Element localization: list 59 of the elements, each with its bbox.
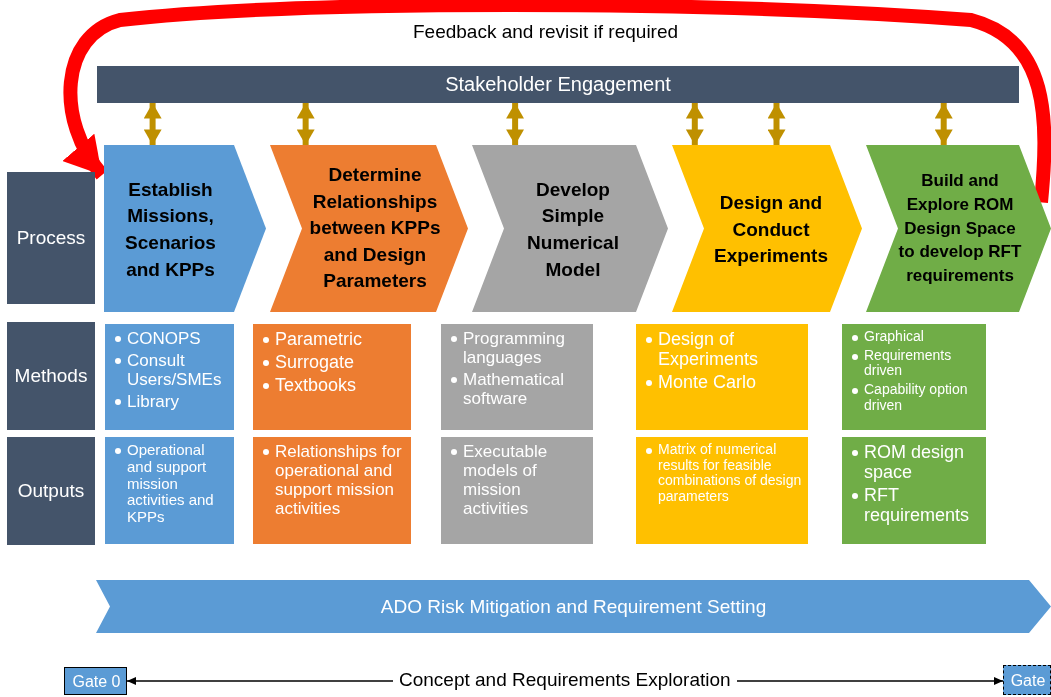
- arrow: [934, 103, 953, 145]
- output-box: [636, 437, 808, 544]
- gate-label: Gate: [1010, 672, 1046, 690]
- list-item: Programming languages: [463, 329, 566, 368]
- method-box: [842, 324, 986, 430]
- banner: [97, 66, 1019, 103]
- row-header: [7, 437, 95, 545]
- list-item: Executable models of mission activities: [463, 442, 548, 519]
- method-box: [253, 324, 411, 430]
- list-item: ROM design space: [864, 442, 965, 483]
- list-item: RFT requirements: [864, 485, 970, 526]
- process-step: [472, 145, 668, 312]
- process-title: Build and Explore ROM Design Space to develop RFT requirements: [897, 170, 1023, 288]
- method-box: [105, 324, 234, 430]
- list-item: CONOPS: [127, 329, 201, 348]
- gate-box: [64, 667, 127, 695]
- list-item: Relationships for operational and support mission activities: [275, 442, 402, 519]
- list-item: Monte Carlo: [658, 372, 757, 393]
- process-title: Establish Missions, Scenarios and KPPs: [124, 177, 217, 282]
- row-label: Methods: [14, 365, 88, 387]
- list-item: Capability option driven: [864, 381, 968, 413]
- process-step: [866, 145, 1051, 312]
- arrow: [143, 103, 162, 145]
- list-item: Surrogate: [275, 352, 355, 373]
- list-item: Parametric: [275, 329, 363, 349]
- list-item: Requirements driven: [864, 346, 952, 379]
- list-item: Matrix of numerical results for feasible combinations of design parameters: [658, 441, 802, 504]
- output-box: [842, 437, 986, 544]
- arrow: [506, 103, 525, 145]
- list-item: Graphical: [864, 328, 924, 344]
- process-title: Develop Simple Numerical Model: [526, 177, 620, 282]
- process-title: Determine Relationships between KPPs and Design Parameters: [308, 163, 442, 294]
- output-box: [253, 437, 411, 544]
- gate-label: Gate 0: [72, 673, 121, 691]
- process-step: [104, 145, 266, 312]
- process-title: Design and Conduct Experiments: [712, 191, 829, 269]
- arrow: [296, 103, 315, 145]
- output-box: [105, 437, 234, 544]
- method-box: [441, 324, 593, 430]
- arrow: [767, 103, 786, 145]
- process-step: [270, 145, 468, 312]
- arrow: [685, 103, 704, 145]
- row-label: Process: [16, 227, 86, 249]
- output-box: [441, 437, 593, 544]
- arrow: [63, 0, 1051, 204]
- gate-box: [1003, 665, 1051, 695]
- process-step: [672, 145, 862, 312]
- list-item: Mathematical software: [463, 370, 565, 409]
- list-item: Operational and support mission activities and KPPs: [127, 441, 214, 526]
- list-item: Textbooks: [275, 375, 357, 396]
- list-item: Consult Users/SMEs: [127, 351, 222, 390]
- list-item: Library: [127, 392, 179, 412]
- banner-text: Stakeholder Engagement: [445, 73, 671, 96]
- banner-text: ADO Risk Mitigation and Requirement Setting: [380, 595, 767, 618]
- row-label: Outputs: [17, 480, 85, 502]
- method-box: [636, 324, 808, 430]
- list-item: Design of Experiments: [658, 329, 759, 370]
- row-header: [7, 322, 95, 430]
- row-header: [7, 172, 95, 304]
